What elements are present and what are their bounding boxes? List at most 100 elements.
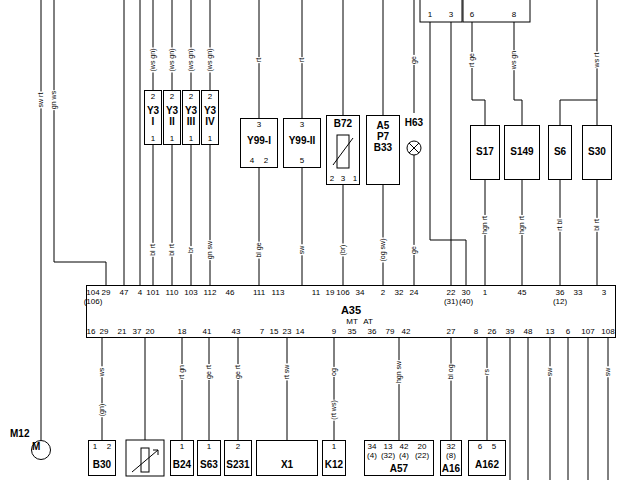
pin-number: 32 (447, 442, 456, 451)
pin-number: 5 (492, 442, 496, 451)
component-label: S149 (505, 146, 539, 157)
pin-number: 20 (146, 327, 155, 336)
component-label: K12 (323, 459, 345, 470)
wire-connector (487, 338, 488, 440)
component-sublabel: M (31, 440, 51, 460)
wire-connector (102, 338, 103, 440)
pin-number: 1 (93, 442, 97, 451)
pin-number: 112 (204, 288, 217, 297)
wire-color-code: bl rt (149, 243, 157, 257)
pin-number: 1 (353, 174, 357, 183)
pin-number: 8 (512, 10, 516, 19)
component-label: A16 (441, 463, 461, 474)
pin-number: 29 (102, 288, 111, 297)
wire-color-code: hgn sw (395, 360, 403, 384)
wire-color-code: bl ge (255, 241, 263, 258)
wire-color-code: (ws gn) (187, 48, 195, 73)
component-label: S63 (198, 459, 220, 470)
wire-color-code: gn ws (50, 90, 58, 110)
component-label: B24 (171, 459, 193, 470)
wire-color-code: rt ge (468, 52, 476, 68)
pin-number: 3 (341, 174, 345, 183)
wire-color-code: ge (410, 55, 418, 65)
pin-number: 34 (368, 442, 377, 451)
component-label: S231 (225, 459, 251, 470)
pin-number: AT (363, 317, 373, 326)
pin-number: 79 (386, 327, 395, 336)
pin-number: 39 (506, 327, 515, 336)
pin-number: 1 (207, 442, 211, 451)
pin-number: (22) (415, 451, 429, 460)
pin-number: (31) (444, 297, 458, 306)
pin-number: 1 (332, 442, 336, 451)
pin-number: 108 (601, 327, 614, 336)
pin-number: 1 (170, 134, 174, 143)
pin-number: 1 (208, 134, 212, 143)
pin-number: 2 (330, 174, 334, 183)
wire-connector (182, 338, 183, 440)
wire-connector (383, 185, 384, 285)
component-label: Y3 I (145, 105, 161, 127)
wire-color-code: sw (604, 367, 612, 378)
wire-connector (302, 168, 303, 285)
pin-number: 1 (151, 134, 155, 143)
pin-number: 3 (300, 120, 304, 129)
component-label: B72 (327, 118, 359, 129)
wire-connector (153, 145, 154, 285)
pin-number: 24 (410, 288, 419, 297)
wire-connector (597, 180, 598, 285)
pin-number: 13 (384, 442, 393, 451)
pin-number: 107 (581, 327, 594, 336)
wire-color-code: (ws gn) (168, 48, 176, 73)
pin-number: 4 (250, 156, 254, 165)
wire-connector (414, 185, 415, 285)
pin-number: 1 (180, 442, 184, 451)
pin-number: 110 (166, 288, 179, 297)
wire-connector (343, 185, 344, 285)
component-label: Y3 III (183, 105, 199, 127)
wire-color-code: ge (410, 245, 418, 255)
pin-number: 104 (86, 288, 99, 297)
pin-number: 2 (236, 442, 240, 451)
component-label: A57 (365, 463, 433, 474)
component-sublabel: P7 (367, 131, 399, 142)
wire-color-code: br (187, 246, 195, 254)
wire-color-code: rt (255, 57, 263, 63)
module-box: A162 (468, 440, 506, 476)
module-box: A5P7B33 (366, 115, 400, 185)
pin-number: 7 (260, 327, 264, 336)
wire-connector (334, 338, 335, 440)
pin-number: 3 (602, 288, 606, 297)
pin-number: 2 (264, 156, 268, 165)
pin-number: 113 (272, 288, 285, 297)
wire-color-code: rt gn (178, 364, 186, 380)
component-label: Y99-I (241, 135, 277, 146)
component-label: Y99-II (284, 135, 320, 146)
pin-number: 41 (203, 327, 212, 336)
component-label: B30 (89, 459, 115, 470)
wire-connector (399, 338, 400, 440)
pin-number: 35 (348, 327, 357, 336)
component-label: S30 (583, 146, 611, 157)
pin-number: 2 (381, 288, 385, 297)
wire-color-code: (ws gn) (149, 48, 157, 73)
pin-number: 36 (368, 327, 377, 336)
wire-connector (209, 338, 210, 440)
pin-number: 9 (332, 327, 336, 336)
wire-color-code: bl og (447, 363, 455, 380)
wire-color-code: bl rt (168, 243, 176, 257)
pin-number: 30 (462, 288, 471, 297)
wire-color-code: ws (98, 367, 106, 378)
wire-color-code: rt bl (556, 218, 564, 232)
pin-number: (32) (381, 451, 395, 460)
pin-number: MT (346, 317, 358, 326)
wire-connector (210, 145, 211, 285)
pin-number: 43 (232, 327, 241, 336)
pin-number: 29 (100, 327, 109, 336)
component-label: A35 (87, 304, 615, 316)
wire-color-code: (br) (339, 244, 347, 257)
pin-number: 2 (107, 442, 111, 451)
wire-color-code: rs (483, 368, 491, 376)
